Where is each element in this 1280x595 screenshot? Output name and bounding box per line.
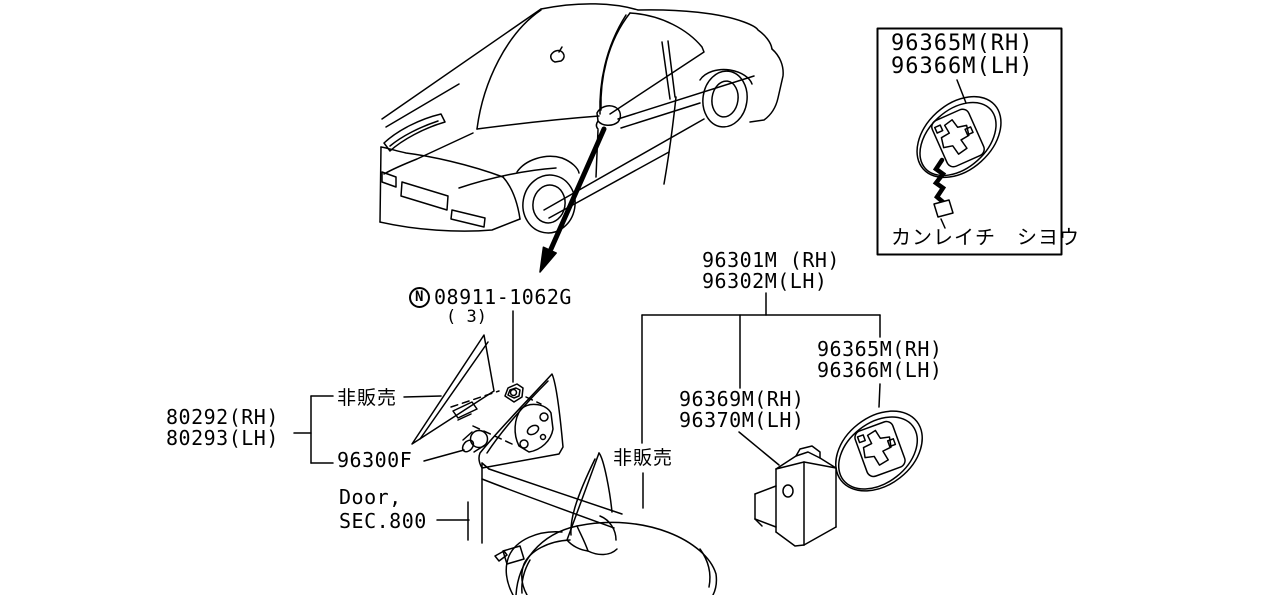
locator-arrow <box>539 126 607 273</box>
inset-caption-label: カンレイチ シヨウ <box>891 225 1080 249</box>
callout-lines <box>293 292 881 521</box>
grommet-part <box>461 429 489 453</box>
car-illustration <box>379 3 784 234</box>
not-for-sale-finisher-label: 非販売 <box>337 387 398 409</box>
grommet-part-number-label: 96300F <box>337 448 413 472</box>
nut-part <box>504 383 524 403</box>
door-section-ref-label: Door,SEC.800 <box>339 485 427 533</box>
glass-part-number-label: 96365M(RH)96366M(LH) <box>817 337 943 382</box>
mirror-assy-part-number-label: 96301M (RH)96302M(LH) <box>702 248 840 293</box>
not-for-sale-mirror-label: 非販売 <box>613 447 674 469</box>
door-panel-edge <box>467 462 623 544</box>
corner-finisher-part-number-label: 80292(RH)80293(LH) <box>166 405 279 450</box>
mirror-assembly-part <box>494 452 718 595</box>
mirror-glass-part <box>835 410 923 492</box>
nut-quantity-label: ( 3) <box>446 307 487 327</box>
sail-panel-part <box>478 373 564 469</box>
inset-mirror-glass <box>916 95 1002 229</box>
circled-n-symbol: N <box>409 287 430 308</box>
cold-region-inset-box <box>876 27 1063 256</box>
actuator-part-number-label: 96369M(RH)96370M(LH) <box>679 387 805 432</box>
corner-finisher-part <box>411 334 495 445</box>
inset-part-number-label: 96365M(RH)96366M(LH) <box>891 31 1034 79</box>
actuator-part <box>754 445 837 547</box>
